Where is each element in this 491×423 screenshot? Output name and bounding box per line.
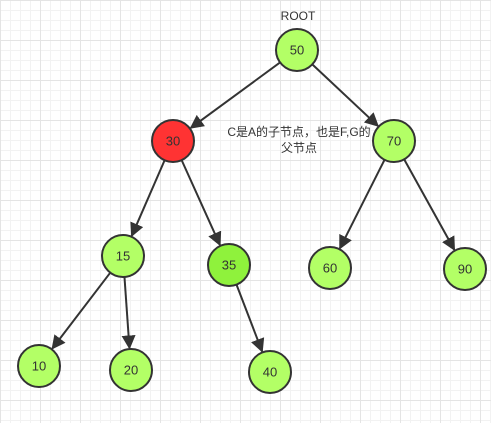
annotation-text: C是A的子节点，也是F,G的父节点: [227, 125, 371, 155]
edges-layer: [51, 61, 456, 353]
tree-node-10[interactable]: 10: [17, 344, 61, 388]
node-label: 50: [290, 43, 304, 58]
node-circle: [101, 234, 145, 278]
tree-node-15[interactable]: 15: [101, 234, 145, 278]
edge-n30-n15: [130, 159, 166, 238]
node-circle: [151, 119, 195, 163]
node-label: 70: [387, 134, 401, 149]
tree-node-60[interactable]: 60: [308, 246, 352, 290]
tree-node-40[interactable]: 40: [248, 350, 292, 394]
node-circle: [443, 247, 487, 291]
node-circle: [109, 348, 153, 392]
edge-n70-n90: [403, 158, 456, 251]
root-label: ROOT: [280, 9, 316, 23]
edge-n15-n20: [121, 276, 136, 350]
node-circle: [275, 28, 319, 72]
edge-n50-n30: [189, 61, 281, 129]
edge-n30-n35: [180, 159, 222, 247]
edge-n15-n10: [51, 272, 112, 350]
node-circle: [207, 243, 251, 287]
edge-n70-n60: [339, 159, 386, 250]
edge-n35-n40: [235, 284, 265, 353]
node-label: 40: [263, 365, 277, 380]
node-circle: [248, 350, 292, 394]
tree-node-90[interactable]: 90: [443, 247, 487, 291]
node-label: 90: [458, 262, 472, 277]
node-label: 35: [222, 258, 236, 273]
node-label: 10: [32, 359, 46, 374]
nodes-layer: 50 30 70 15 35 60 90 10 20 40: [17, 28, 487, 394]
tree-node-30[interactable]: 30: [151, 119, 195, 163]
node-circle: [372, 119, 416, 163]
node-label: 30: [166, 134, 180, 149]
tree-node-35[interactable]: 35: [207, 243, 251, 287]
tree-node-70[interactable]: 70: [372, 119, 416, 163]
tree-node-20[interactable]: 20: [109, 348, 153, 392]
node-label: 20: [124, 363, 138, 378]
node-circle: [308, 246, 352, 290]
node-circle: [17, 344, 61, 388]
node-label: 15: [116, 249, 130, 264]
edge-n50-n70: [311, 63, 379, 127]
tree-node-50[interactable]: 50: [275, 28, 319, 72]
node-label: 60: [323, 261, 337, 276]
